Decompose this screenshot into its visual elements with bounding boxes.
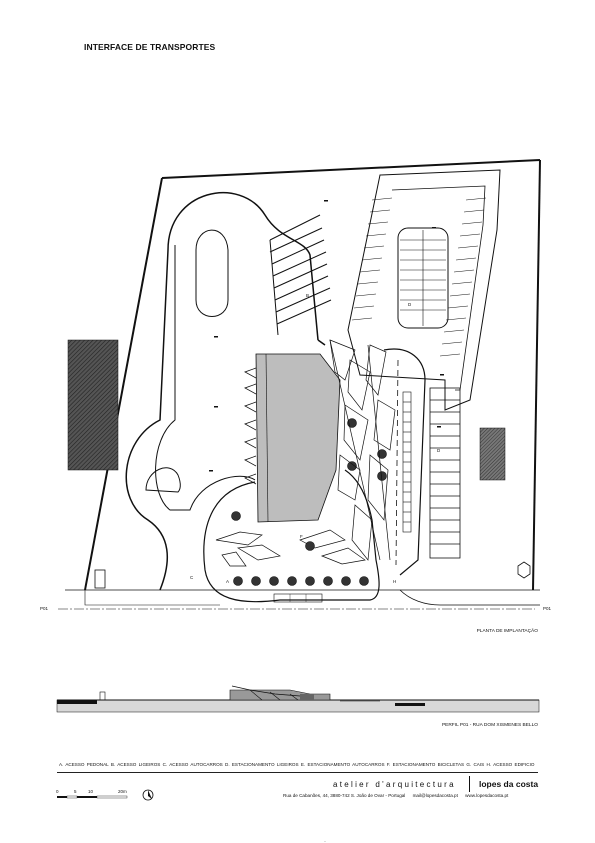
plan-caption: PLANTA DE IMPLANTAÇÃO <box>476 629 538 634</box>
label-d2: D <box>437 448 441 453</box>
entry-curve-right <box>399 589 540 606</box>
car-park-bays <box>351 197 487 357</box>
platform-bays <box>402 391 412 533</box>
pavement-left <box>84 590 220 606</box>
scale-bar <box>57 795 128 799</box>
bus-shelter <box>94 569 106 589</box>
label-p01-left: P01 <box>40 606 49 611</box>
pedestrian-plaza <box>203 469 380 603</box>
kiosk-icon <box>517 561 531 579</box>
studio-label: atelier d'arquitectura <box>333 780 456 789</box>
neighbour-building-right <box>479 427 506 481</box>
label-a: A <box>226 579 230 584</box>
scale-tick-5: 5 <box>74 789 77 794</box>
label-d1: D <box>408 302 412 307</box>
platform-road-centreline <box>395 359 399 566</box>
studio-website[interactable]: www.lopesdacosta.pt <box>465 793 509 798</box>
trees <box>231 418 387 586</box>
bus-loop-inner <box>195 229 229 317</box>
terminal-building <box>255 353 341 523</box>
section-profile <box>56 685 540 713</box>
scale-tick-10: 10 <box>88 789 94 794</box>
building-docks <box>244 367 257 485</box>
label-p01-right: P01 <box>543 606 552 611</box>
page-number: .. <box>324 838 327 843</box>
canopy-structure <box>329 339 396 561</box>
studio-separator <box>469 776 470 792</box>
studio-email[interactable]: mail@lopesdacosta.pt <box>412 793 458 798</box>
studio-name: lopes da costa <box>479 779 539 789</box>
neighbour-building-left <box>67 339 119 471</box>
scale-tick-20m: 20m <box>118 789 127 794</box>
platform-road <box>383 348 426 576</box>
studio-contact: Rua de Cabanões, 44, 3880-742 S. João de… <box>283 793 514 798</box>
studio-address: Rua de Cabanões, 44, 3880-742 S. João de… <box>283 793 406 798</box>
bench-strip <box>273 593 323 603</box>
label-b: B <box>306 293 310 298</box>
bus-loop-edge <box>155 245 256 511</box>
section-caption: PERFIL P01 - RUA DOM XISMENES BELLO <box>441 723 538 728</box>
bus-bays <box>269 214 332 336</box>
plaza-shapes <box>215 529 366 567</box>
site-boundary <box>84 159 541 591</box>
car-park-east <box>429 387 461 559</box>
bus-loop-road <box>125 191 326 591</box>
bus-island <box>145 467 181 493</box>
legend: A. ACESSO PEDONAL B. ACESSO LIGEIROS C. … <box>59 762 535 767</box>
car-park <box>347 169 501 411</box>
label-c: C <box>190 575 194 580</box>
scale-tick-0: 0 <box>56 789 59 794</box>
footer-divider <box>57 772 538 773</box>
page-title: INTERFACE DE TRANSPORTES <box>84 42 216 52</box>
label-f: F <box>300 534 303 539</box>
north-arrow-icon <box>142 789 154 801</box>
label-h: H <box>393 579 397 584</box>
